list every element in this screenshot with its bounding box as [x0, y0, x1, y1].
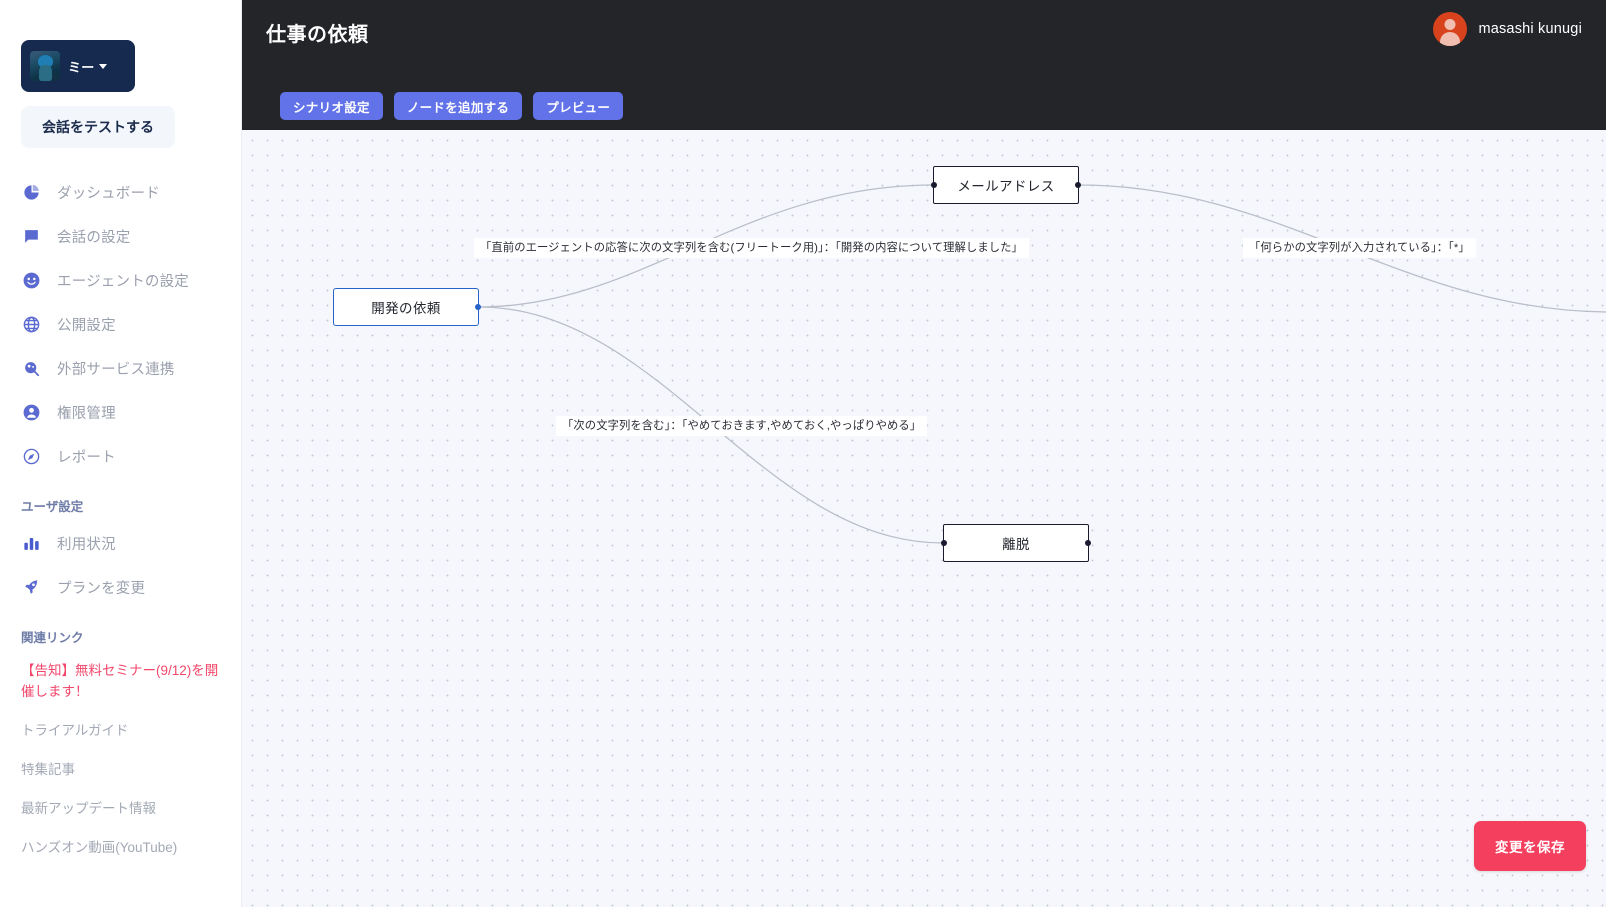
- sidebar-item-report[interactable]: レポート: [0, 434, 241, 478]
- agent-name: ミー: [68, 59, 95, 75]
- pie-chart-icon: [21, 182, 41, 202]
- user-circle-icon: [21, 402, 41, 422]
- bar-chart-icon: [21, 533, 41, 553]
- sidebar-item-label: 外部サービス連携: [57, 361, 175, 378]
- edge-label-cancel[interactable]: 「次の文字列を含む」：「やめておきます,やめておく,やっぱりやめる」: [556, 416, 928, 437]
- edge-label-any-string[interactable]: 「何らかの文字列が入力されている」：「*」: [1243, 238, 1476, 259]
- sidebar-item-label: 権限管理: [57, 405, 116, 422]
- user-avatar-icon: [1433, 12, 1468, 46]
- sidebar-link-handson-video[interactable]: ハンズオン動画(YouTube): [21, 839, 178, 855]
- top-bar: 仕事の依頼 masashi kunugi シナリオ設定 ノードを追加する プレビ…: [242, 0, 1606, 130]
- preview-button[interactable]: プレビュー: [533, 92, 624, 120]
- smiley-face-icon: [21, 270, 41, 290]
- page-title: 仕事の依頼: [266, 24, 369, 46]
- sidebar-item-dashboard[interactable]: ダッシュボード: [0, 170, 241, 214]
- node-handle-left[interactable]: [931, 182, 937, 188]
- sidebar-item-usage[interactable]: 利用状況: [0, 521, 241, 565]
- edge-label-freetalk[interactable]: 「直前のエージェントの応答に次の文字列を含む(フリートーク用)」：「開発の内容に…: [474, 238, 1029, 259]
- sidebar-section-related-links: 関連リンク: [21, 631, 84, 645]
- flow-node-label: 開発の依頼: [371, 301, 441, 316]
- agent-avatar-image: [30, 51, 60, 81]
- sidebar-item-label: 公開設定: [57, 317, 116, 334]
- sidebar-item-external-integration[interactable]: 外部サービス連携: [0, 346, 241, 390]
- flow-node-label: メールアドレス: [957, 179, 1055, 194]
- chat-bubble-icon: [21, 226, 41, 246]
- sidebar-item-agent-settings[interactable]: エージェントの設定: [0, 258, 241, 302]
- sidebar-item-label: ダッシュボード: [57, 185, 160, 202]
- globe-icon: [21, 314, 41, 334]
- sidebar-link-feature-articles[interactable]: 特集記事: [21, 761, 75, 777]
- canvas-toolbar: シナリオ設定 ノードを追加する プレビュー: [280, 92, 624, 120]
- node-handle-left[interactable]: [941, 540, 947, 546]
- add-node-button[interactable]: ノードを追加する: [393, 92, 523, 120]
- scenario-settings-button[interactable]: シナリオ設定: [280, 92, 383, 120]
- sidebar-item-label: プランを変更: [57, 580, 146, 597]
- flow-node-mail-address[interactable]: メールアドレス: [931, 166, 1081, 204]
- test-conversation-button[interactable]: 会話をテストする: [21, 106, 175, 148]
- sidebar: ミー 会話をテストする ダッシュボード 会話の設定 エー: [0, 0, 242, 907]
- node-handle-right[interactable]: [475, 304, 481, 310]
- user-menu[interactable]: masashi kunugi: [1433, 12, 1582, 46]
- sidebar-item-label: エージェントの設定: [57, 273, 190, 290]
- sidebar-item-label: レポート: [57, 449, 116, 466]
- flow-node-dev-request[interactable]: 開発の依頼: [333, 288, 481, 326]
- save-changes-button[interactable]: 変更を保存: [1474, 821, 1586, 871]
- sidebar-link-latest-updates[interactable]: 最新アップデート情報: [21, 800, 156, 816]
- sidebar-section-user-settings: ユーザ設定: [21, 500, 84, 514]
- flow-node-exit[interactable]: 離脱: [941, 524, 1091, 562]
- node-handle-right[interactable]: [1075, 182, 1081, 188]
- rocket-icon: [21, 577, 41, 597]
- node-handle-right[interactable]: [1085, 540, 1091, 546]
- user-name: masashi kunugi: [1478, 21, 1582, 37]
- sidebar-link-seminar[interactable]: 【告知】無料セミナー(9/12)を開催します！: [21, 663, 219, 699]
- sidebar-item-publish-settings[interactable]: 公開設定: [0, 302, 241, 346]
- compass-icon: [21, 446, 41, 466]
- sidebar-item-permissions[interactable]: 権限管理: [0, 390, 241, 434]
- flow-canvas[interactable]: 開発の依頼 メールアドレス 離脱 「直前のエージェントの応答に次の文字列を含む(…: [242, 130, 1606, 907]
- sidebar-item-label: 会話の設定: [57, 229, 131, 246]
- sidebar-item-label: 利用状況: [57, 536, 116, 553]
- sidebar-nav: ダッシュボード 会話の設定 エージェントの設定 公開設定: [0, 170, 241, 868]
- sidebar-item-conversation-settings[interactable]: 会話の設定: [0, 214, 241, 258]
- sidebar-item-change-plan[interactable]: プランを変更: [0, 565, 241, 609]
- integration-icon: [21, 358, 41, 378]
- agent-selector[interactable]: ミー: [21, 40, 135, 92]
- chevron-down-icon: [99, 63, 108, 69]
- main-area: 仕事の依頼 masashi kunugi シナリオ設定 ノードを追加する プレビ…: [242, 0, 1606, 907]
- flow-node-label: 離脱: [1002, 537, 1030, 552]
- sidebar-link-trial-guide[interactable]: トライアルガイド: [21, 722, 129, 738]
